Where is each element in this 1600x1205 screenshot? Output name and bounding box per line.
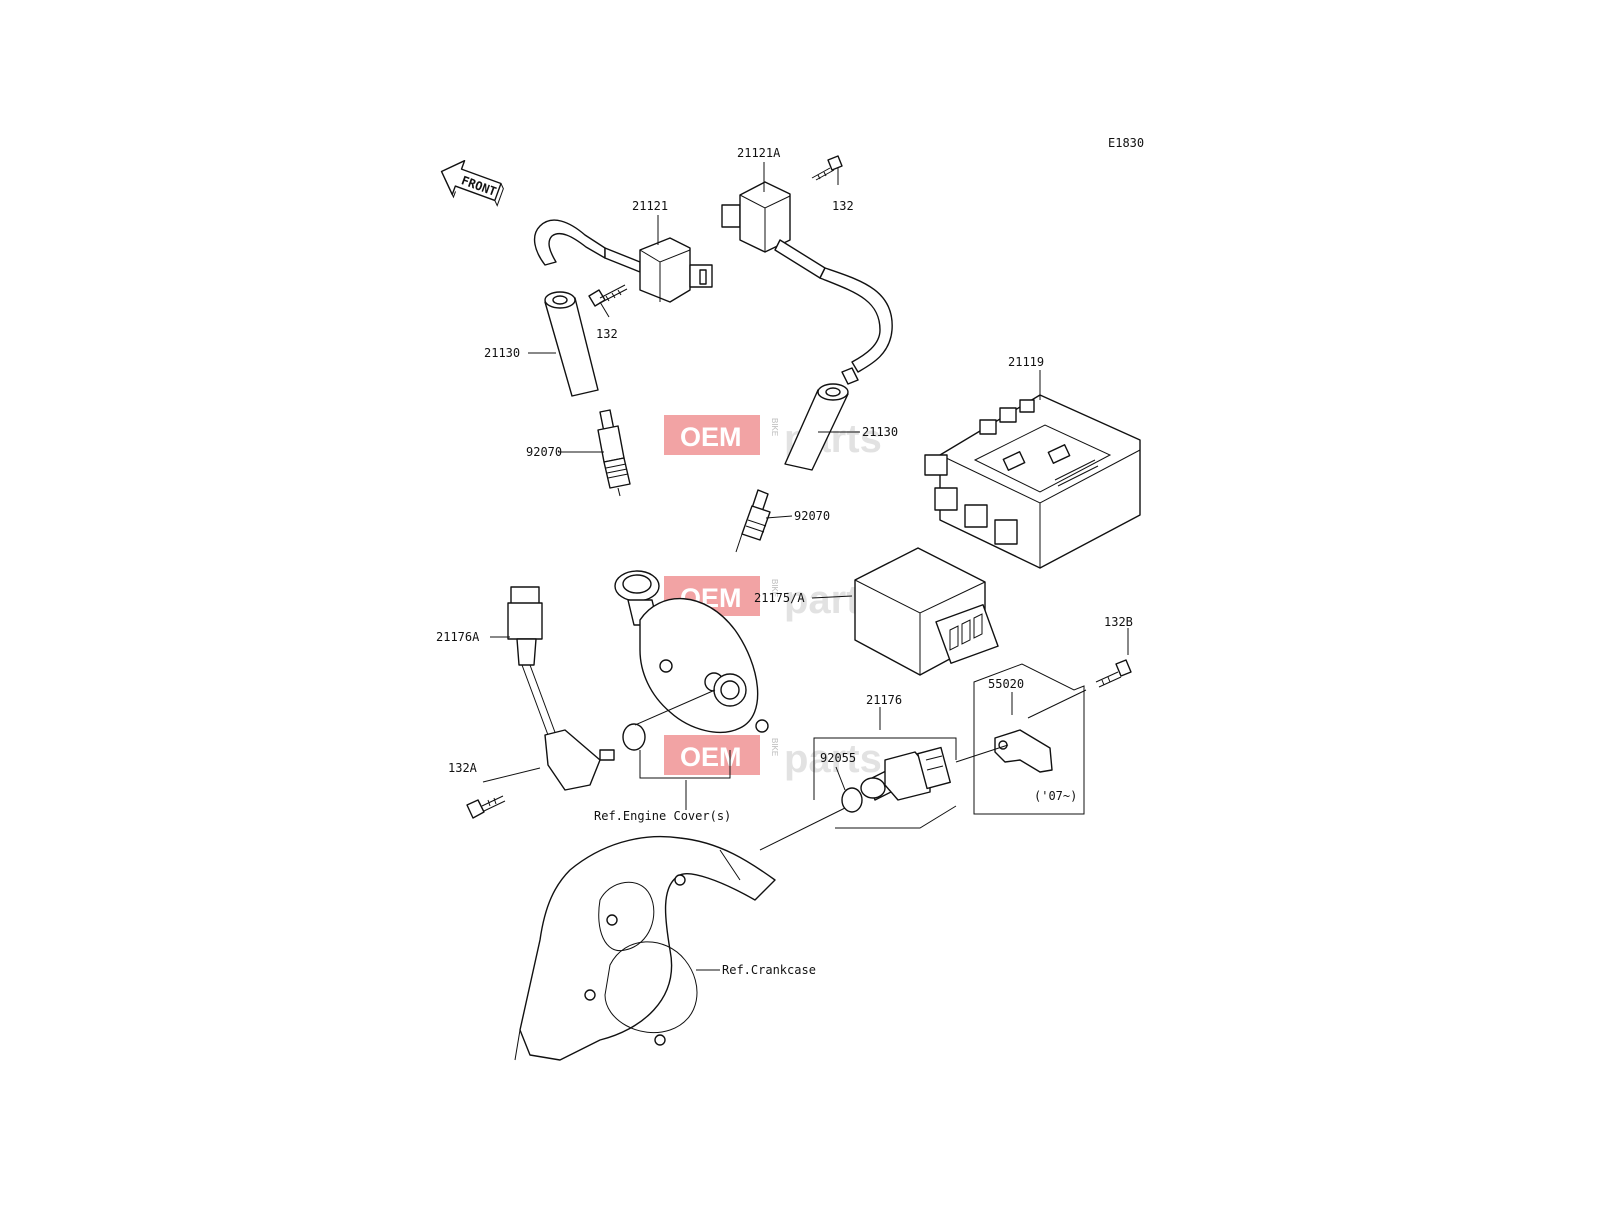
label-132b: 132B (1104, 615, 1133, 629)
engine-cover (614, 570, 769, 733)
sensor-lead (507, 586, 615, 791)
label-21121: 21121 (632, 199, 668, 213)
svg-text:OEM: OEM (680, 742, 742, 772)
spark-plug-right (735, 489, 771, 553)
label-92070-left: 92070 (526, 445, 562, 459)
diagram-code: E1830 (1108, 136, 1144, 150)
oring-cover (622, 723, 646, 751)
date-note: ('07~) (1034, 789, 1077, 803)
svg-text:BIKE: BIKE (770, 418, 779, 436)
bracket-55020 (994, 729, 1053, 773)
spark-plug-left (597, 409, 631, 497)
ignition-coil-right (721, 181, 893, 385)
svg-text:BIKE: BIKE (770, 579, 779, 597)
label-132a: 132A (448, 761, 478, 775)
svg-text:parts: parts (784, 737, 882, 781)
bolt-132a (466, 795, 506, 819)
ecu-unit (924, 394, 1141, 569)
label-21176: 21176 (866, 693, 902, 707)
bolt-132-left (588, 284, 628, 307)
ignition-coil-left (533, 219, 713, 303)
label-ref-engine-cover: Ref.Engine Cover(s) (594, 809, 731, 823)
label-55020: 55020 (988, 677, 1024, 691)
watermark-3: OEM BIKE parts (664, 735, 882, 781)
svg-text:BIKE: BIKE (770, 738, 779, 756)
bolt-132b (1095, 659, 1132, 688)
label-21130-right: 21130 (862, 425, 898, 439)
igniter-unit (854, 547, 999, 676)
bolt-132-top (811, 155, 843, 181)
label-21176a: 21176A (436, 630, 480, 644)
watermark-1: OEM BIKE parts (664, 415, 882, 461)
svg-text:OEM: OEM (680, 422, 742, 452)
label-21121a: 21121A (737, 146, 781, 160)
plug-cap-left (544, 291, 599, 397)
label-21175a: 21175/A (754, 591, 805, 605)
label-92070-right: 92070 (794, 509, 830, 523)
label-21130-left: 21130 (484, 346, 520, 360)
label-21119: 21119 (1008, 355, 1044, 369)
label-132-left: 132 (596, 327, 618, 341)
label-132-top: 132 (832, 199, 854, 213)
position-sensor (860, 746, 951, 801)
oring-92055 (841, 787, 863, 813)
label-92055: 92055 (820, 751, 856, 765)
crankcase (514, 835, 776, 1061)
plug-cap-right (784, 383, 849, 471)
front-arrow-icon: FRONT (440, 159, 504, 207)
leader-lines (482, 162, 1129, 971)
label-ref-crankcase: Ref.Crankcase (722, 963, 816, 977)
